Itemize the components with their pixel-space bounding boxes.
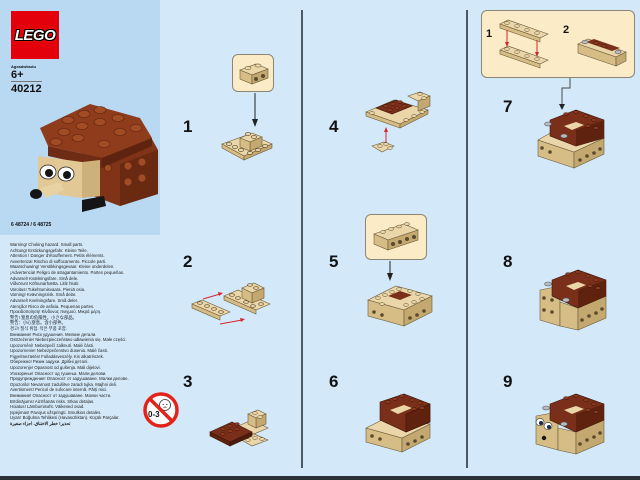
sub-step-1-plates-icon <box>499 19 549 69</box>
warning-line: Warning! Choking hazard. Small parts. <box>10 242 84 247</box>
step-number: 3 <box>183 372 193 391</box>
warning-line: Varoitus! Tukehtumisvaara. Pieniä osia. <box>10 286 86 292</box>
warning-line: Advarsel! Kvælningsfare. Små dele. <box>10 275 79 281</box>
warning-line: Advarsel! Kvelningsfare. Små deler. <box>10 297 79 303</box>
set-number: 40212 <box>11 83 42 95</box>
warning-line: Avvertenza! Rischio di soffocamento. Pic… <box>10 258 107 264</box>
warning-line: 警告! 窒息の危険性。小さな部品。 <box>10 314 77 320</box>
warning-line: 警告：小心窒息。含小部件。 <box>10 320 66 326</box>
warning-line: Figyelmeztetés! Fulladásveszély. Kis alk… <box>10 353 105 359</box>
column-divider <box>301 10 303 468</box>
step-9-completed-hedgehog-icon <box>535 393 605 455</box>
warning-line: Обережно! Ризик задухи. Дрібні деталі. <box>10 359 89 365</box>
warning-line: Attention ! Danger d'étouffement. Petits… <box>10 253 105 259</box>
sub-step-number: 1 <box>486 28 493 40</box>
warning-line: Brīdinājums! Aizrīšanās risks. Sīkas det… <box>10 398 95 404</box>
step-number: 2 <box>183 252 193 271</box>
step-3-assembly-icon <box>209 409 269 447</box>
age-rating: 6+ <box>11 69 24 81</box>
warning-line: Upozornenie! Nebezpečenstvo dusenia. Mal… <box>10 348 108 354</box>
brand-text: LEGO <box>14 26 56 44</box>
step-number: 9 <box>503 372 513 391</box>
step-7-assembly-icon <box>537 109 606 169</box>
warning-line: Uyarı! Boğulma Tehlikesi (Havasızlıktan)… <box>10 415 120 421</box>
box-art-panel: LEGO Ageadwbsdu 6+ 40212 <box>0 0 160 235</box>
brick-1x4-technic-icon <box>373 222 419 251</box>
product-info-column: LEGO Ageadwbsdu 6+ 40212 <box>0 0 160 476</box>
warning-line: Внимание! Риск удушения. Мелкие детали. <box>10 331 97 337</box>
warning-line: Ostrzeżenie! Niebezpieczeństwo udławieni… <box>10 337 127 343</box>
down-arrow-icon <box>387 261 393 281</box>
item-codes: 6 48724 / 6 48725 <box>11 222 52 228</box>
step-number: 8 <box>503 252 513 271</box>
lego-logo: LEGO <box>11 11 59 59</box>
step-8-assembly-icon <box>539 269 607 331</box>
sub-step-2-brick-icon <box>577 38 627 67</box>
step-4-assembly-icon <box>365 91 431 153</box>
warning-line: Varning! Kvävningsrisk. Små delar. <box>10 292 77 298</box>
age-0-3-warning-icon: 0-3 <box>143 392 179 428</box>
age-label: Ageadwbsdu <box>11 64 36 69</box>
step-number: 7 <box>503 97 513 116</box>
step-number: 5 <box>329 252 339 271</box>
callout-pointer-icon <box>559 78 571 110</box>
choking-hazard-warnings: Warning! Choking hazard. Small parts. Ac… <box>10 242 160 427</box>
age-0-3-label: 0-3 <box>148 410 160 419</box>
step-number: 4 <box>329 117 339 136</box>
warning-line: Avertisment! Pericol de sufocare internă… <box>10 387 108 393</box>
warning-line: Hoiatus! Lämbumisoht. Väikesed osad. <box>10 404 85 410</box>
page-bottom-edge <box>0 476 640 480</box>
warning-line: ¡Advertencia! Peligro de atragantamiento… <box>10 269 125 275</box>
down-arrow-icon <box>252 93 258 127</box>
warning-line: Внимание! Опасност от задушаване. Малки … <box>10 393 112 399</box>
warning-line: Opozorilo! Nevarnost zadušitve zaradi tu… <box>10 381 117 387</box>
warning-line: Upozorenje! Opasnost od gušenja. Mali di… <box>10 365 101 371</box>
warning-line: 경고! 질식 위험. 작은 부품 포함. <box>10 325 67 331</box>
hedgehog-model-image <box>30 104 158 212</box>
warning-line: Atenção! Risco de asfixia. Pequenas part… <box>10 303 95 309</box>
column-divider <box>466 10 468 468</box>
warning-line: Предупреждение! Опасност от задушаване. … <box>10 376 129 382</box>
divider-rule <box>11 81 42 82</box>
warning-line: Упозорење! Опасност од гушења. Мали дело… <box>10 370 107 376</box>
warning-line: Achtung! Erstickungsgefahr. Kleine Teile… <box>10 247 88 253</box>
step-number: 1 <box>183 117 193 136</box>
step-5-assembly-icon <box>367 285 433 327</box>
warning-line: Προειδοποίηση! Κίνδυνος πνιγμού. Μικρά μ… <box>10 309 102 315</box>
step-2-assembly-icon <box>191 282 271 325</box>
warning-line: تحذير! خطر الاختناق. أجزاء صغيرة <box>10 421 71 426</box>
step-6-assembly-icon <box>365 393 432 453</box>
step-number: 6 <box>329 372 339 391</box>
warning-line: Įspėjimas! Pavojus užspringti. Smulkios … <box>10 409 102 415</box>
warning-line: Viðvörun! Köfnunarhætta. Litlir hlutir. <box>10 281 80 287</box>
warning-line: Upozornění! Nebezpečí zalknutí. Malé čás… <box>10 342 95 348</box>
step-1-assembly-icon <box>221 132 273 161</box>
warning-line: Waarschuwing! Verstikkingsgevaar. Kleine… <box>10 264 115 270</box>
brick-1x2-technic-icon <box>239 63 269 85</box>
sub-step-number: 2 <box>563 24 570 36</box>
